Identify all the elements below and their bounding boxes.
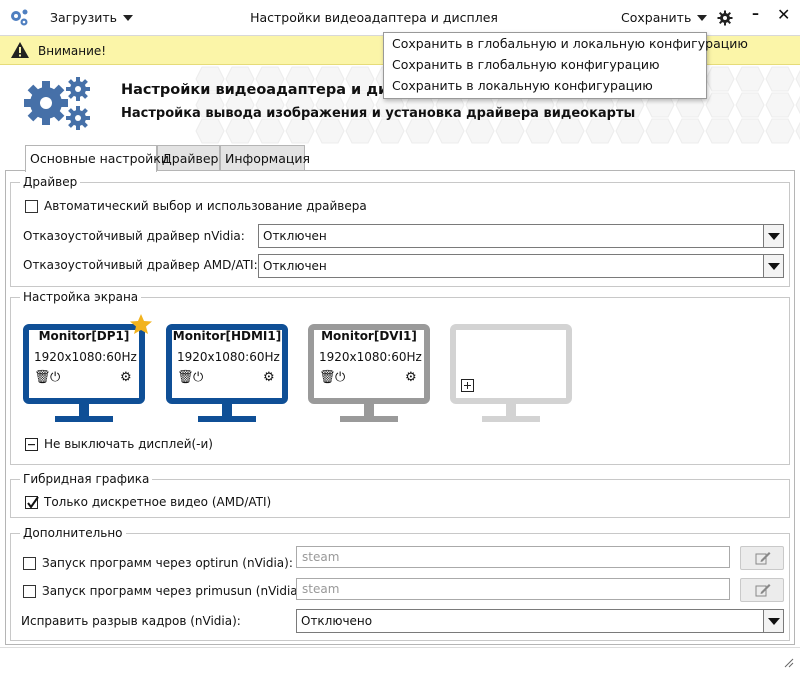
monitor-resolution: 1920x1080:60Hz: [34, 350, 137, 364]
trash-icon[interactable]: 🗑: [177, 370, 194, 385]
nvidia-driver-select[interactable]: Отключен: [258, 224, 784, 248]
optirun-edit-button[interactable]: [740, 546, 784, 570]
monitor-dvi1[interactable]: Monitor[DVI1] 1920x1080:60Hz 🗑 ⏻ ⚙: [308, 324, 430, 434]
chevron-down-icon: [123, 15, 133, 21]
window-title: Настройки видеоадаптера и дисплея: [250, 10, 498, 25]
hybrid-legend: Гибридная графика: [20, 472, 153, 486]
title-bar: Загрузить Настройки видеоадаптера и дисп…: [0, 0, 800, 36]
gear-icon[interactable]: ⚙: [263, 370, 275, 385]
power-icon[interactable]: ⏻: [335, 370, 346, 385]
add-monitor-slot[interactable]: [450, 324, 572, 434]
monitor-screen: [166, 324, 288, 404]
monitor-resolution: 1920x1080:60Hz: [177, 350, 280, 364]
optirun-checkbox[interactable]: [23, 557, 36, 570]
extra-group: [10, 533, 790, 641]
minimize-button[interactable]: –: [752, 6, 759, 22]
status-bar: [0, 647, 800, 674]
resize-grip-icon[interactable]: [782, 656, 794, 668]
keep-display-on-label: Не выключать дисплей(-и): [44, 437, 213, 451]
menu-item-save-global-local[interactable]: Сохранить в глобальную и локальную конфи…: [392, 36, 748, 51]
primusun-checkbox[interactable]: [23, 585, 36, 598]
gear-icon[interactable]: ⚙: [405, 370, 417, 385]
primusun-input[interactable]: steam: [296, 578, 730, 600]
screen-group: [10, 297, 790, 465]
monitor-base: [340, 416, 398, 422]
primary-star-icon: [130, 314, 152, 334]
power-icon[interactable]: ⏻: [50, 370, 61, 385]
edit-icon: [755, 552, 771, 565]
tearing-label: Исправить разрыв кадров (nVidia):: [21, 614, 241, 628]
amd-driver-value: Отключен: [263, 259, 327, 273]
optirun-input[interactable]: steam: [296, 546, 730, 568]
close-button[interactable]: ✕: [777, 5, 791, 24]
auto-driver-label: Автоматический выбор и использование дра…: [44, 199, 367, 213]
trash-icon[interactable]: 🗑: [34, 370, 51, 385]
save-label: Сохранить: [621, 10, 692, 25]
gear-icon[interactable]: [717, 10, 733, 26]
monitor-base: [198, 416, 256, 422]
screen-legend: Настройка экрана: [20, 290, 142, 304]
monitor-screen: [23, 324, 145, 404]
load-menu-button[interactable]: Загрузить: [50, 10, 133, 25]
chevron-down-icon: [697, 15, 708, 21]
save-dropdown-menu: Сохранить в глобальную и локальную конфи…: [383, 32, 748, 99]
monitor-dp1[interactable]: Monitor[DP1] 1920x1080:60Hz 🗑 ⏻ ⚙: [23, 324, 145, 434]
tearing-value: Отключено: [301, 614, 373, 628]
amd-driver-select[interactable]: Отключен: [258, 254, 784, 278]
tab-driver[interactable]: Драйвер: [157, 145, 220, 171]
monitor-name: Monitor[DP1]: [38, 329, 130, 343]
warning-icon: [11, 42, 29, 58]
chevron-down-icon: [763, 610, 783, 632]
monitor-neck: [79, 404, 89, 416]
header-title: Настройки видеоадаптера и дисплея: [121, 82, 437, 98]
primusun-label: Запуск программ через primusun (nVidia):: [42, 584, 307, 598]
hybrid-group: [10, 479, 790, 518]
monitor-screen: [308, 324, 430, 404]
monitor-name: Monitor[HDMI1]: [172, 329, 282, 343]
nvidia-driver-value: Отключен: [263, 229, 327, 243]
save-menu-button[interactable]: Сохранить: [621, 10, 708, 25]
discrete-video-checkbox[interactable]: [25, 496, 39, 510]
driver-legend: Драйвер: [20, 175, 81, 189]
keep-display-on-toggle[interactable]: [25, 438, 38, 451]
chevron-down-icon: [763, 225, 783, 247]
tearing-select[interactable]: Отключено: [296, 609, 784, 633]
discrete-video-label: Только дискретное видео (AMD/ATI): [44, 495, 272, 509]
optirun-placeholder: steam: [302, 550, 340, 564]
monitor-base: [482, 416, 540, 422]
gears-logo-icon: [11, 9, 28, 26]
monitor-neck: [506, 404, 516, 416]
monitor-hdmi1[interactable]: Monitor[HDMI1] 1920x1080:60Hz 🗑 ⏻ ⚙: [166, 324, 288, 434]
monitor-name: Monitor[DVI1]: [321, 329, 417, 343]
primusun-edit-button[interactable]: [740, 578, 784, 602]
trash-icon[interactable]: 🗑: [319, 370, 336, 385]
primusun-placeholder: steam: [302, 582, 340, 596]
monitor-neck: [364, 404, 374, 416]
auto-driver-checkbox[interactable]: [25, 200, 38, 213]
menu-item-save-global[interactable]: Сохранить в глобальную конфигурацию: [392, 57, 660, 72]
amd-driver-label: Отказоустойчивый драйвер AMD/ATI:: [23, 258, 258, 272]
extra-legend: Дополнительно: [20, 526, 126, 540]
tab-main-settings[interactable]: Основные настройки: [25, 145, 169, 172]
power-icon[interactable]: ⏻: [193, 370, 204, 385]
nvidia-driver-label: Отказоустойчивый драйвер nVidia:: [23, 229, 245, 243]
optirun-label: Запуск программ через optirun (nVidia):: [42, 556, 293, 570]
menu-item-save-local[interactable]: Сохранить в локальную конфигурацию: [392, 78, 653, 93]
chevron-down-icon: [763, 255, 783, 277]
monitor-neck: [222, 404, 232, 416]
gear-icon[interactable]: ⚙: [120, 370, 132, 385]
warning-text: Внимание!: [38, 44, 107, 58]
monitor-screen: [450, 324, 572, 404]
monitor-resolution: 1920x1080:60Hz: [319, 350, 422, 364]
load-label: Загрузить: [50, 10, 117, 25]
edit-icon: [755, 584, 771, 597]
header-subtitle: Настройка вывода изображения и установка…: [121, 106, 636, 121]
settings-gears-icon: [24, 77, 90, 130]
driver-group: [10, 182, 790, 287]
tab-information[interactable]: Информация: [220, 145, 310, 171]
monitor-base: [55, 416, 113, 422]
add-monitor-icon[interactable]: [461, 379, 474, 392]
